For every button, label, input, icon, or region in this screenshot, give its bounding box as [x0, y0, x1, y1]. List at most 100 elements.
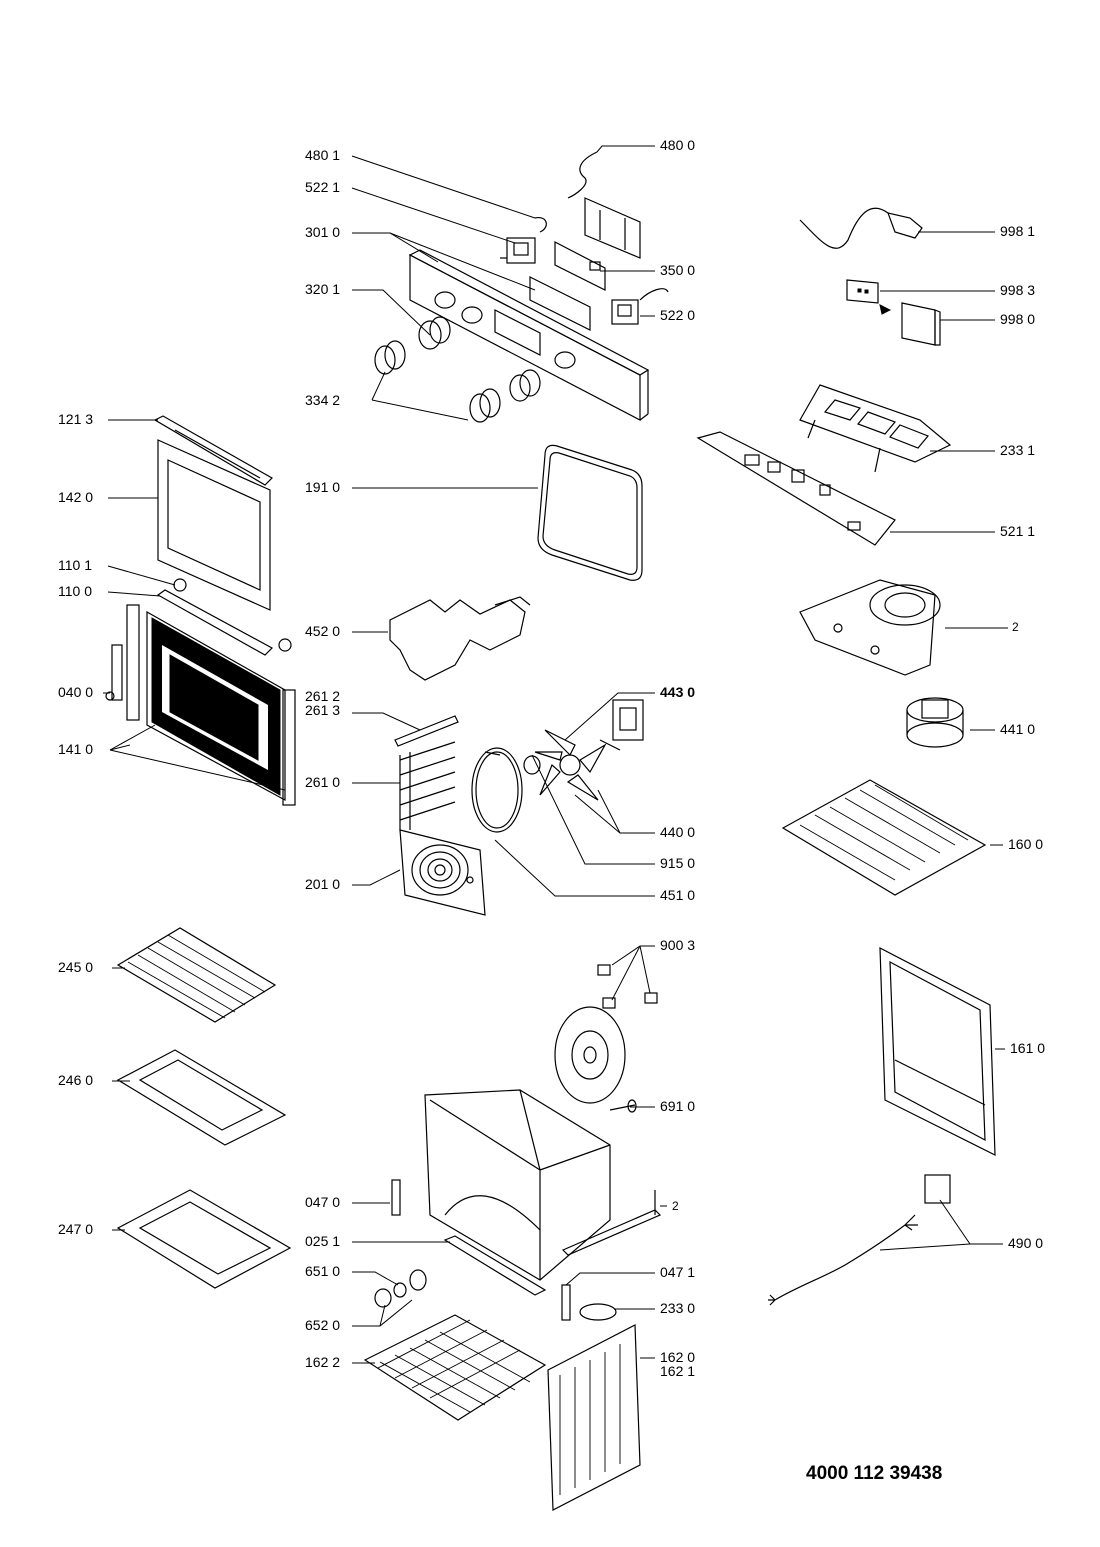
label-162-2: 162 2: [305, 1354, 341, 1370]
label-900-3: 900 3: [660, 937, 696, 953]
leader-1410a: [109, 744, 131, 751]
label-334-2: 334 2: [305, 392, 341, 408]
display-board: [554, 241, 606, 291]
outer-door-141-0: [126, 604, 296, 806]
label-998-1: 998 1: [1000, 223, 1036, 239]
label-247-0: 247 0: [58, 1221, 94, 1237]
label-440-0: 440 0: [660, 824, 696, 840]
back-panel-201-0: [399, 829, 486, 916]
nut-915-0: [523, 755, 541, 775]
label-040-0: 040 0: [58, 684, 94, 700]
tray-246-0: [116, 1049, 287, 1146]
oven-cavity: [424, 1089, 611, 1281]
leader-1101: [107, 565, 176, 586]
leader-1410c: [109, 749, 286, 791]
control-board-521-1: [696, 431, 896, 546]
label-201-0: 201 0: [305, 876, 341, 892]
label-451-0: 451 0: [660, 887, 696, 903]
label-233-0: 233 0: [660, 1300, 696, 1316]
label-141-0: 141 0: [58, 741, 94, 757]
knobs-651-652: [374, 1269, 427, 1308]
switch-522-0: [611, 288, 669, 325]
label-245-0: 245 0: [58, 959, 94, 975]
label-652-0: 652 0: [305, 1317, 341, 1333]
leader-4801: [351, 155, 536, 219]
knob-bushing-320-1: [418, 316, 451, 350]
fan-plate: [554, 1006, 626, 1104]
leader-1410b: [109, 724, 156, 751]
knob-334-2-lower: [469, 369, 541, 423]
label-121-3: 121 3: [58, 411, 94, 427]
label-521-1: 521 1: [1000, 523, 1036, 539]
leader-lines: [103, 145, 1008, 1364]
leader-4800: [596, 145, 655, 153]
door-gasket-191-0: [537, 444, 643, 581]
document-number: 4000 112 39438: [806, 1463, 943, 1484]
fan-motor-441-0: [906, 697, 964, 748]
ring-element-451-0: [471, 747, 523, 833]
label-047-0: 047 0: [305, 1194, 341, 1210]
label-233-1: 233 1: [1000, 442, 1036, 458]
label-2-a: 2: [1012, 620, 1019, 634]
label-047-1: 047 1: [660, 1264, 696, 1280]
strip-025-1: [443, 1235, 547, 1296]
door-trim-121-3: [153, 415, 273, 486]
leader-6520b: [379, 1304, 386, 1327]
grill-element-452-0: [389, 596, 531, 681]
leader-3342b: [371, 399, 469, 421]
label-651-0: 651 0: [305, 1263, 341, 1279]
screw-691-0: [609, 1099, 637, 1113]
label-261-2: 261 2: [305, 688, 341, 704]
leader-4900a: [939, 1199, 1003, 1245]
part-233-0: [579, 1303, 617, 1321]
side-panel-162: [547, 1324, 641, 1511]
label-452-0: 452 0: [305, 623, 341, 639]
label-490-0: 490 0: [1008, 1235, 1044, 1251]
leader-6510: [352, 1271, 399, 1286]
leader-4900b: [879, 1243, 971, 1251]
part-047-1: [561, 1284, 571, 1321]
fan-cover-2: [799, 579, 941, 676]
leader-2010: [352, 869, 401, 886]
label-261-0: 261 0: [305, 774, 341, 790]
leader-0471: [565, 1272, 655, 1286]
leader-4400a: [574, 794, 655, 834]
label-998-3: 998 3: [1000, 282, 1036, 298]
label-480-0: 480 0: [660, 137, 696, 153]
bracket-233-1: [799, 384, 952, 473]
control-panel: [408, 249, 650, 421]
label-261-3: 261 3: [305, 702, 341, 718]
label-998-3: [846, 279, 892, 315]
rack-162-2: [363, 1314, 547, 1421]
part-drawings: [105, 151, 996, 1511]
leader-1100: [107, 591, 161, 597]
label-480-1: 480 1: [305, 147, 341, 163]
label-522-1: 522 1: [305, 179, 341, 195]
display-bracket: [584, 197, 641, 259]
label-142-0: 142 0: [58, 489, 94, 505]
label-350-0: 350 0: [660, 262, 696, 278]
clips-900-3: [597, 964, 658, 1009]
label-998-0: 998 0: [1000, 311, 1036, 327]
leader-4430: [564, 692, 655, 741]
leader-3010b: [389, 232, 536, 291]
label-443-0: 443 0: [660, 684, 696, 700]
label-110-1: 110 1: [58, 557, 92, 573]
leader-3342a: [371, 371, 386, 401]
leader-9003c: [639, 945, 651, 994]
leader-3201: [352, 289, 431, 336]
leader-5221: [351, 187, 516, 244]
manual-998-0: [901, 302, 941, 346]
label-161-0: 161 0: [1010, 1040, 1046, 1056]
knob-334-2-upper: [374, 340, 406, 375]
label-691-0: 691 0: [660, 1098, 696, 1114]
leader-6520a: [352, 1299, 413, 1327]
label-160-0: 160 0: [1008, 836, 1044, 852]
leader-9003b: [611, 945, 641, 1001]
switch-522-1: [500, 237, 536, 264]
label-110-0: 110 0: [58, 583, 92, 599]
part-047-0: [391, 1179, 401, 1216]
rail-2: [561, 1190, 662, 1256]
grid-245-0: [116, 927, 277, 1023]
